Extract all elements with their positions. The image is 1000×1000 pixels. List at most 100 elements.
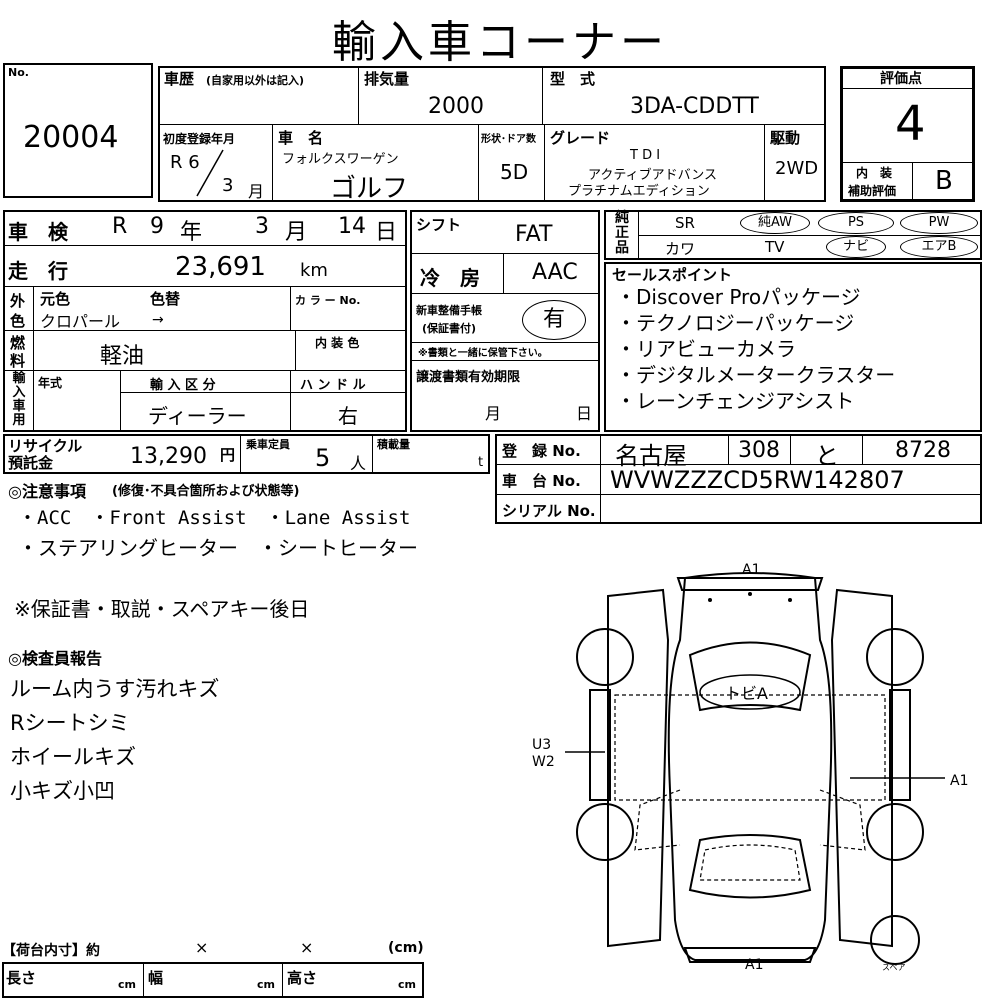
history-label: 車歴 xyxy=(164,70,195,88)
rear-window xyxy=(688,834,812,899)
wheel-front-right xyxy=(866,628,924,686)
sales-point: ・Discover Proパッケージ xyxy=(616,285,861,309)
displacement-label: 排気量 xyxy=(364,70,410,88)
mileage-label: 走 行 xyxy=(8,259,68,283)
reg-plate-number: 8728 xyxy=(895,438,951,463)
right-side-panel xyxy=(830,588,893,948)
grade-line1: T D I xyxy=(630,148,661,163)
score-value: 4 xyxy=(895,96,926,152)
fuel-side-2: 料 xyxy=(10,352,26,370)
diagram-spare-label: スペア xyxy=(882,963,906,972)
shift-value: FAT xyxy=(515,222,553,247)
diagram-label-right: A1 xyxy=(950,773,969,789)
car-damage-diagram xyxy=(565,572,945,965)
stock-number-value: 20004 xyxy=(23,120,119,155)
doors-value: 5D xyxy=(500,160,529,184)
cargo-length-unit: cm xyxy=(118,978,136,991)
interior-label1: 内 装 xyxy=(856,166,893,180)
model-label: 型 式 xyxy=(550,70,596,88)
color-value: クロパール xyxy=(40,312,121,331)
doors-label: 形状･ドア数 xyxy=(481,134,536,145)
interior-value: B xyxy=(935,166,953,196)
inspection-year-unit: 年 xyxy=(180,220,203,245)
first-reg-era: R 6 xyxy=(170,152,200,173)
drive-value: 2WD xyxy=(775,158,819,179)
inspection-day: 14 xyxy=(338,214,366,239)
recycle-value: 13,290 xyxy=(130,444,207,469)
equip-airbag: エアB xyxy=(900,236,978,258)
load-label: 積載量 xyxy=(377,438,410,451)
ac-value: AAC xyxy=(532,260,578,285)
score-label: 評価点 xyxy=(880,71,922,87)
inspection-label: 車 検 xyxy=(8,220,68,244)
inspector-report: ルーム内うす汚れキズ Rシートシミ ホイールキズ 小キズ小凹 xyxy=(10,672,219,808)
handle-value: 右 xyxy=(338,404,358,428)
vehicle-info-box xyxy=(158,66,826,202)
equip-ps: PS xyxy=(818,212,894,234)
grade-line2: アクティブアドバンス xyxy=(588,168,717,183)
date-slash xyxy=(196,149,224,197)
diagram-label-left-1: U3 xyxy=(532,737,552,753)
notes-line-1: ・ACC ・Front Assist ・Lane Assist xyxy=(18,507,411,529)
grade-label: グレード xyxy=(550,129,611,147)
cargo-times-1: × xyxy=(195,938,209,957)
inspection-month: 3 xyxy=(255,214,269,239)
recycle-label-2: 預託金 xyxy=(8,454,54,472)
registration-box xyxy=(495,434,982,524)
recycle-box xyxy=(3,434,490,474)
diagram-label-left-2: W2 xyxy=(532,754,555,770)
inspector-line: ホイールキズ xyxy=(10,745,136,769)
cargo-length-label: 長さ xyxy=(6,969,37,987)
roof-damage-marker xyxy=(699,674,801,710)
diagram-label-top: A1 xyxy=(742,562,761,578)
stock-number-label: No. xyxy=(8,66,29,79)
drive-label: 駆動 xyxy=(770,129,801,147)
notes-heading: ◎注意事項 xyxy=(8,482,86,501)
sales-point: ・レーンチェンジアシスト xyxy=(616,389,855,413)
notes-line-2: ・ステアリングヒーター ・シートヒーター xyxy=(18,536,418,560)
change-color-label: 色替 xyxy=(150,290,181,308)
load-unit: t xyxy=(478,455,484,470)
left-side-panel xyxy=(607,588,670,948)
model-value: 3DA-CDDTT xyxy=(630,94,759,119)
equipment-side-label: 純 正 品 xyxy=(615,210,629,256)
maker-name: フォルクスワーゲン xyxy=(282,152,399,167)
wheel-rear-left xyxy=(576,803,634,861)
mileage-value: 23,691 xyxy=(175,252,266,282)
serial-label: シリアル No. xyxy=(502,502,596,520)
ac-label: 冷 房 xyxy=(420,266,480,290)
import-side-label: 輸 入 車 用 xyxy=(12,371,26,428)
service-book-note: ※書類と一緒に保管下さい。 xyxy=(418,348,548,359)
diagram-label-bottom: A1 xyxy=(745,957,764,973)
cargo-times-2: × xyxy=(300,938,314,957)
diagram-roof-label: トビA xyxy=(725,684,768,703)
capacity-unit: 人 xyxy=(350,454,367,473)
front-bumper xyxy=(676,577,824,591)
interior-color-label: 内 装 色 xyxy=(315,336,360,350)
history-note: (自家用以外は記入) xyxy=(206,74,305,87)
cargo-width-label: 幅 xyxy=(148,969,164,987)
notes-line-3: ※保証書・取説・スペアキー後日 xyxy=(14,597,310,621)
car-name: ゴルフ xyxy=(330,174,409,204)
interior-label2: 補助評価 xyxy=(848,184,897,198)
inspector-heading: ◎検査員報告 xyxy=(8,649,102,668)
equip-pw: PW xyxy=(900,212,978,234)
cargo-heading: 【荷台内寸】約 xyxy=(2,943,100,959)
import-class-label: 輸 入 区 分 xyxy=(150,378,216,393)
wheel-front-left xyxy=(576,628,634,686)
transfer-day: 日 xyxy=(576,404,593,423)
inspection-month-unit: 月 xyxy=(285,220,308,245)
service-book-label-2: (保証書付) xyxy=(422,322,477,335)
recycle-label-1: リサイクル xyxy=(8,437,83,455)
color-arrow: → xyxy=(152,312,164,328)
color-side-2: 色 xyxy=(10,312,26,330)
equip-tv: TV xyxy=(765,238,785,256)
car-body-outline xyxy=(667,572,833,961)
service-book-label-1: 新車整備手帳 xyxy=(416,304,482,317)
shift-box xyxy=(410,210,600,432)
equip-genuine-aw: 純AW xyxy=(740,212,810,234)
cargo-box xyxy=(2,962,424,998)
shift-label: シフト xyxy=(416,216,462,234)
fuel-side-1: 燃 xyxy=(10,334,26,352)
inspection-year: 9 xyxy=(150,214,164,239)
